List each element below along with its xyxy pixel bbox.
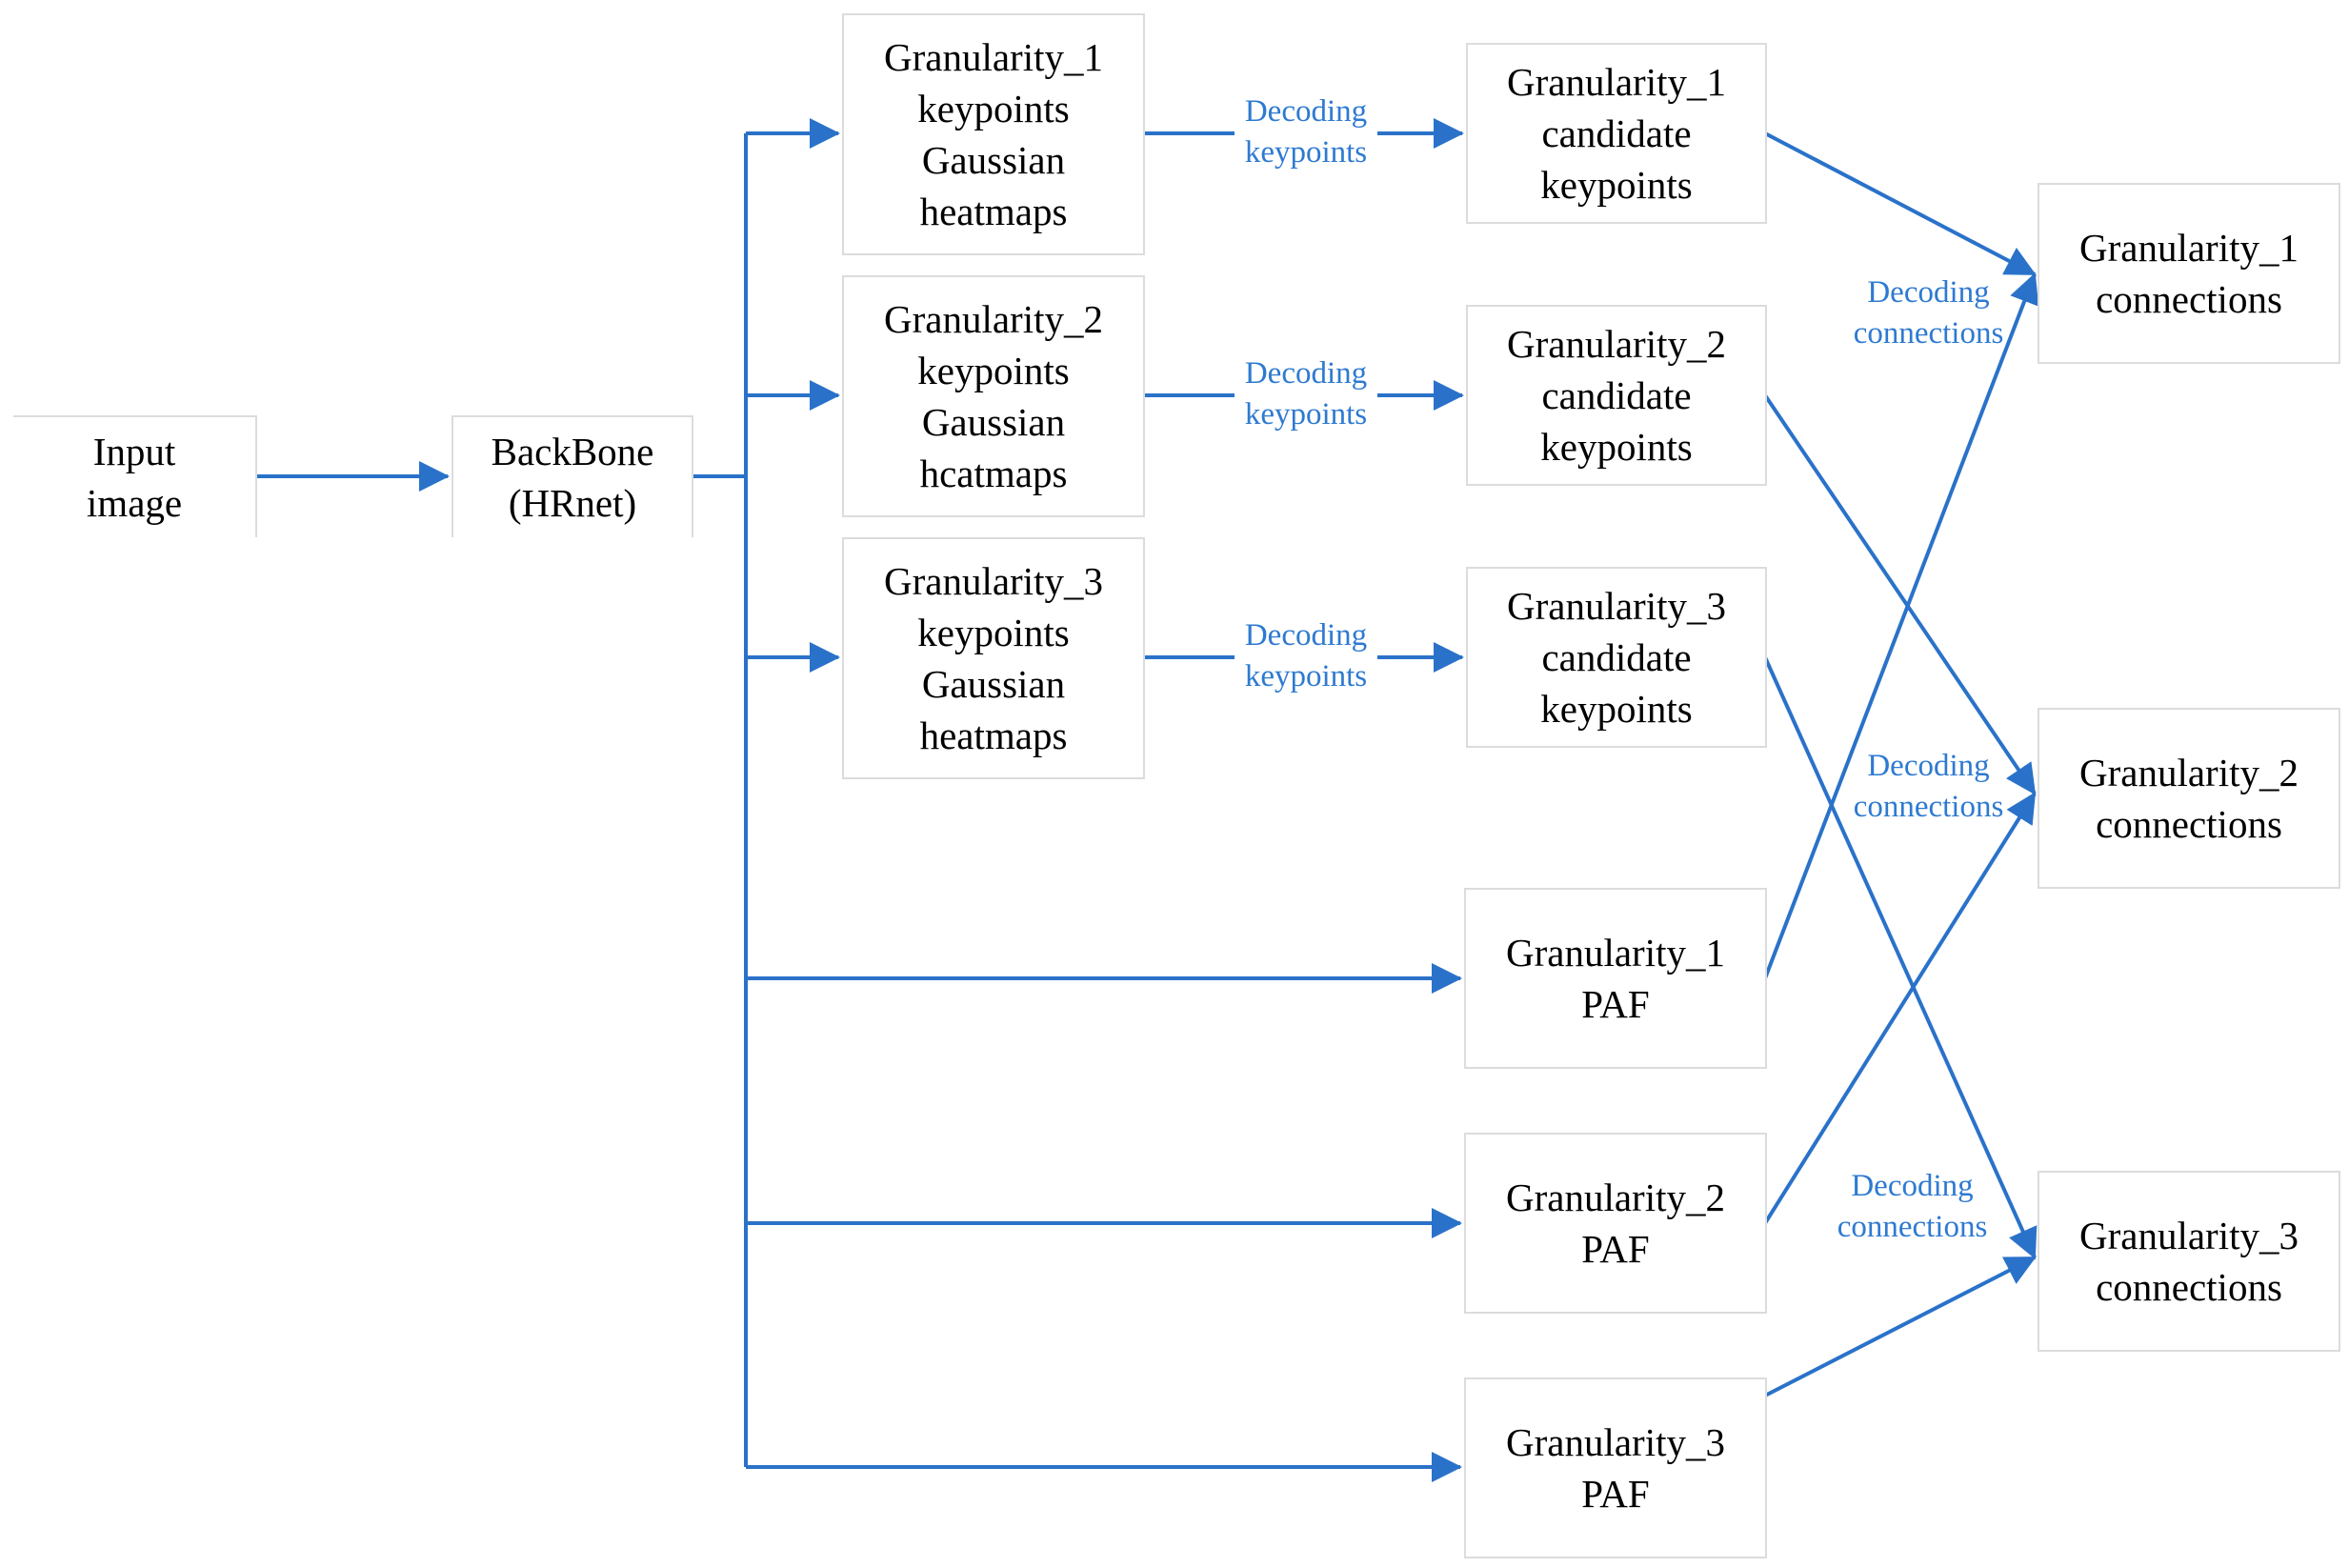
paf1-box: Granularity_1 PAF: [1464, 888, 1767, 1069]
arrow-candidate1-conn1: [1764, 131, 2037, 276]
conn1-box: Granularity_1 connections: [2038, 183, 2340, 364]
decoding-keypoints-label-3: Decoding keypoints: [1235, 615, 1377, 697]
backbone-label: BackBone (HRnet): [491, 430, 654, 525]
candidate2-label: Granularity_2 candidate keypoints: [1507, 322, 1726, 469]
arrow-candidate3-conn3: [1763, 656, 2038, 1259]
heatmap2-label: Granularity_2 keypoints Gaussian hcatmap…: [884, 297, 1103, 495]
conn3-box: Granularity_3 connections: [2038, 1171, 2340, 1352]
conn2-label: Granularity_2 connections: [2079, 751, 2299, 846]
candidate1-label: Granularity_1 candidate keypoints: [1507, 60, 1726, 207]
conn1-label: Granularity_1 connections: [2079, 226, 2299, 321]
decoding-connections-label-1: Decoding connections: [1853, 275, 2004, 351]
heatmap3-label: Granularity_3 keypoints Gaussian heatmap…: [884, 559, 1103, 757]
candidate2-box: Granularity_2 candidate keypoints: [1466, 305, 1767, 486]
conn3-label: Granularity_3 connections: [2079, 1214, 2299, 1309]
paf3-label: Granularity_3 PAF: [1506, 1420, 1725, 1516]
decoding-connections-label-3: Decoding connections: [1837, 1169, 1988, 1244]
heatmap1-label: Granularity_1 keypoints Gaussian heatmap…: [884, 35, 1103, 233]
heatmap3-box: Granularity_3 keypoints Gaussian heatmap…: [842, 537, 1145, 779]
arrow-candidate2-conn2: [1763, 393, 2037, 795]
arrow-paf1-conn1: [1763, 272, 2039, 979]
arrow-paf3-conn3: [1764, 1256, 2037, 1397]
arrow-paf2-conn2: [1763, 792, 2037, 1225]
heatmap1-box: Granularity_1 keypoints Gaussian heatmap…: [842, 13, 1145, 255]
paf2-box: Granularity_2 PAF: [1464, 1133, 1767, 1314]
backbone-box: BackBone (HRnet): [452, 415, 693, 537]
heatmap2-box: Granularity_2 keypoints Gaussian hcatmap…: [842, 275, 1145, 517]
input-image-label: Input image: [86, 430, 183, 525]
candidate3-box: Granularity_3 candidate keypoints: [1466, 567, 1767, 748]
candidate3-label: Granularity_3 candidate keypoints: [1507, 584, 1726, 731]
decoding-keypoints-label-1: Decoding keypoints: [1235, 91, 1377, 173]
paf2-label: Granularity_2 PAF: [1506, 1176, 1725, 1271]
paf1-label: Granularity_1 PAF: [1506, 931, 1725, 1026]
conn2-box: Granularity_2 connections: [2038, 708, 2340, 889]
input-image-box: Input image: [13, 415, 257, 537]
candidate1-box: Granularity_1 candidate keypoints: [1466, 43, 1767, 224]
paf3-box: Granularity_3 PAF: [1464, 1377, 1767, 1558]
decoding-connections-label-2: Decoding connections: [1853, 749, 2004, 824]
decoding-keypoints-label-2: Decoding keypoints: [1235, 353, 1377, 435]
